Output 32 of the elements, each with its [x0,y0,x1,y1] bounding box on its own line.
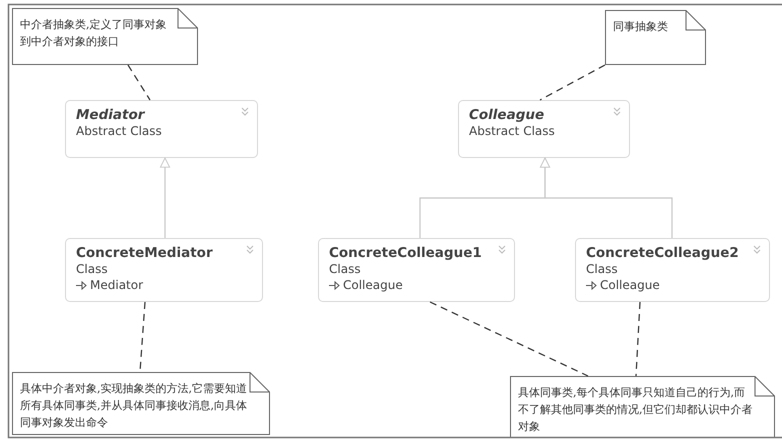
class-name: ConcreteColleague2 [586,245,739,261]
dashed-connector [635,302,641,376]
class-box [575,238,770,302]
note-text: 具体同事类,每个具体同事只知道自己的行为,而不了解其他同事类的情况,但它们却都认识中介者对象 [518,386,752,433]
dashed-connector [128,64,150,100]
class-box [65,238,263,302]
class-name: Mediator [76,107,144,123]
base-class-name: Mediator [90,277,144,293]
dashed-connector [430,301,588,377]
class-name: ConcreteMediator [76,245,213,261]
note [12,8,198,65]
class-box [458,100,630,158]
base-class-name: Colleague [600,277,660,293]
dashed-connector [540,64,606,101]
note [510,376,775,438]
class-name: Colleague [469,107,544,123]
class-type: Class [329,261,361,277]
class-type: Class [76,261,108,277]
note-text: 中介者抽象类,定义了同事对象到中介者对象的接口 [20,18,166,48]
class-box [65,100,258,158]
base-class-name: Colleague [343,277,403,293]
class-type: Class [586,261,618,277]
class-type: Abstract Class [76,123,162,139]
inheritance-arrow [160,158,170,238]
class-type: Abstract Class [469,123,555,139]
note-text: 同事抽象类 [613,20,668,33]
note [605,10,706,65]
note-text: 具体中介者对象,实现抽象类的方法,它需要知道所有具体同事类,并从具体同事接收消息,向具体同事对象发出命令 [20,382,247,429]
note [12,372,270,435]
class-box [318,238,515,302]
class-name: ConcreteColleague1 [329,245,482,261]
inheritance-arrow [540,158,673,238]
